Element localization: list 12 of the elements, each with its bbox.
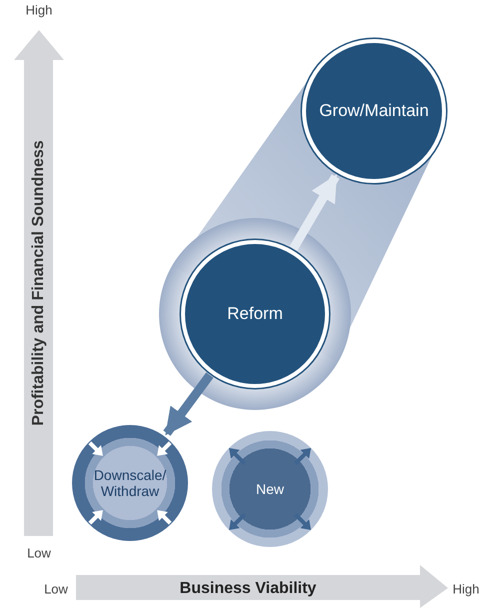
axis-label: High bbox=[26, 2, 52, 18]
axis-title: Business Viability bbox=[180, 580, 316, 598]
node-label: Downscale/ Withdraw bbox=[92, 466, 168, 500]
axis-label: Low bbox=[27, 546, 51, 560]
arrow bbox=[163, 372, 214, 436]
axis-label: Low bbox=[44, 582, 68, 596]
axis-label: High bbox=[452, 582, 480, 596]
axis-title: Profitability and Financial Soundness bbox=[30, 140, 48, 426]
arrow bbox=[290, 174, 340, 251]
node-label: Grow/Maintain bbox=[319, 101, 429, 121]
node-label: Reform bbox=[227, 304, 283, 324]
node-label: New bbox=[256, 480, 284, 498]
